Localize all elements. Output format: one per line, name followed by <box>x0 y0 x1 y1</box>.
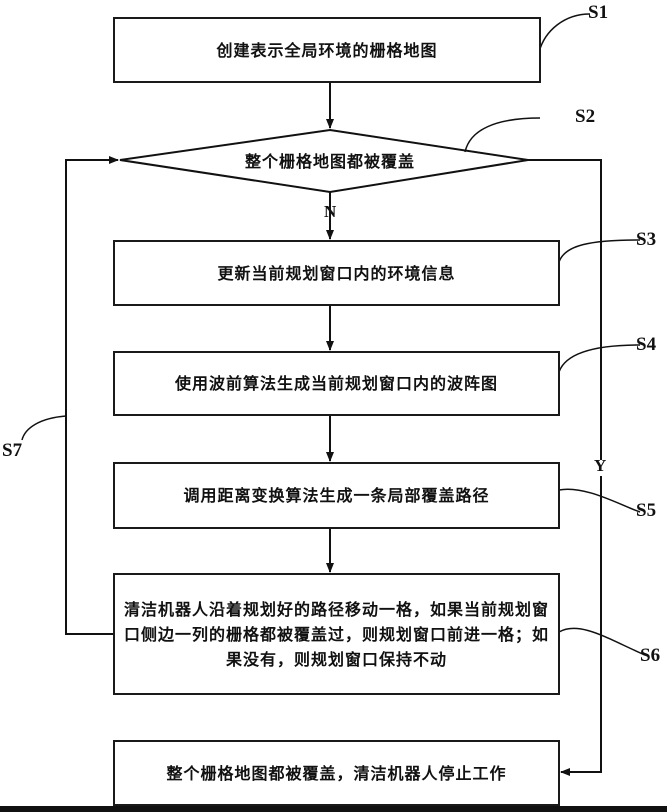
step-s6-box: 清洁机器人沿着规划好的路径移动一格，如果当前规划窗口侧边一列的栅格都被覆盖过，则… <box>113 573 560 695</box>
leader-s2 <box>464 117 541 153</box>
step-s1-box: 创建表示全局环境的栅格地图 <box>113 17 541 83</box>
branch-no-label: N <box>324 202 337 221</box>
end-text: 整个栅格地图都被覆盖，清洁机器人停止工作 <box>166 763 507 783</box>
label-s2: S2 <box>575 106 596 127</box>
loop-s6-to-s2 <box>65 156 119 635</box>
branch-yes-to-end-lower <box>560 476 602 776</box>
step-s5-box: 调用距离变换算法生成一条局部覆盖路径 <box>113 462 560 529</box>
step-s2-text: 整个栅格地图都被覆盖 <box>244 152 415 171</box>
branch-yes-label: Y <box>594 456 607 475</box>
step-s4-box: 使用波前算法生成当前规划窗口内的波阵图 <box>113 351 560 416</box>
label-s5: S5 <box>636 500 657 521</box>
label-s6: S6 <box>640 645 661 666</box>
label-s1: S1 <box>588 2 609 23</box>
leader-s6 <box>558 627 646 656</box>
leader-s4 <box>558 344 641 373</box>
bottom-border <box>0 806 667 812</box>
step-s3-text: 更新当前规划窗口内的环境信息 <box>217 263 456 283</box>
leader-s5 <box>558 488 641 513</box>
label-s7: S7 <box>2 440 23 461</box>
step-s3-box: 更新当前规划窗口内的环境信息 <box>113 240 560 306</box>
leader-s1 <box>538 13 591 53</box>
step-s5-text: 调用距离变换算法生成一条局部覆盖路径 <box>183 486 490 505</box>
step-s4-text: 使用波前算法生成当前规划窗口内的波阵图 <box>174 374 498 393</box>
step-s1-text: 创建表示全局环境的栅格地图 <box>216 40 438 60</box>
leader-s3 <box>558 239 641 263</box>
label-s3: S3 <box>636 229 657 250</box>
end-box: 整个栅格地图都被覆盖，清洁机器人停止工作 <box>113 740 560 806</box>
leader-s7 <box>21 415 67 441</box>
branch-yes-to-end <box>528 159 602 460</box>
step-s6-text: 清洁机器人沿着规划好的路径移动一格，如果当前规划窗口侧边一列的栅格都被覆盖过，则… <box>123 599 549 669</box>
label-s4: S4 <box>636 334 657 355</box>
